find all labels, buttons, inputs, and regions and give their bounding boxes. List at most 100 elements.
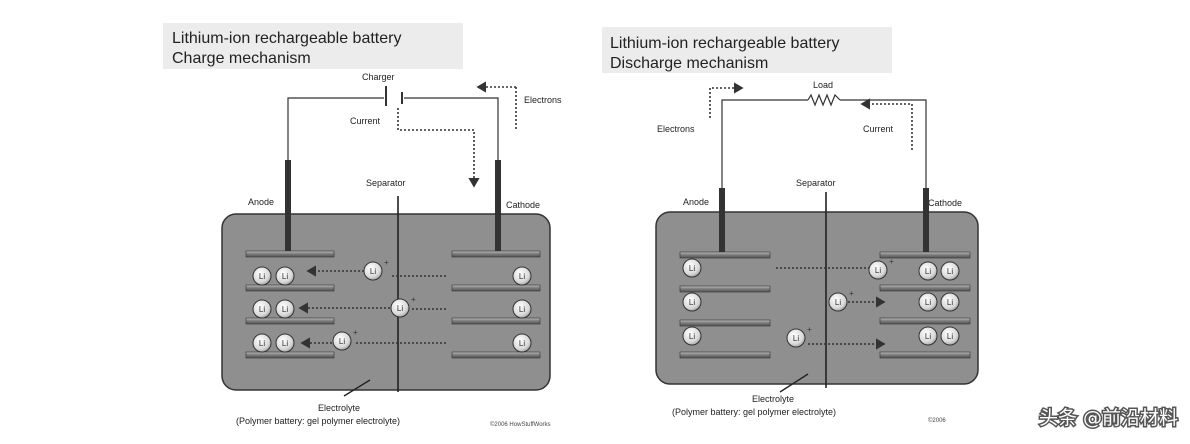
lithium-ion: Li + (332, 328, 358, 351)
discharge-subtitle: Discharge mechanism (610, 55, 768, 72)
svg-text:+: + (849, 289, 854, 298)
discharge-cathode-label: Cathode (928, 198, 962, 208)
discharge-anode-terminal (719, 188, 725, 254)
lithium-ion: Li (940, 292, 960, 312)
watermark: 头条 @前沿材料 (1037, 406, 1179, 431)
lithium-ion: Li (682, 258, 702, 278)
lithium-ion: Li (918, 292, 938, 312)
lithium-ion: Li (252, 266, 272, 286)
svg-text:Li: Li (793, 334, 799, 343)
svg-text:Li: Li (519, 305, 525, 314)
discharge-separator-label: Separator (796, 178, 836, 188)
svg-text:Li: Li (689, 298, 695, 307)
discharge-current-label: Current (863, 124, 894, 134)
charge-title-backdrop (163, 23, 463, 69)
svg-text:Li: Li (282, 305, 288, 314)
discharge-panel: Lithium-ion rechargeable battery Dischar… (602, 27, 979, 424)
svg-text:Li: Li (259, 272, 265, 281)
charge-current-label: Current (350, 116, 381, 126)
lithium-ion: Li (682, 292, 702, 312)
charge-anode-terminal (285, 160, 291, 252)
svg-text:Li: Li (397, 304, 403, 313)
lithium-ion: Li (682, 326, 702, 346)
lithium-ion: Li (275, 266, 295, 286)
lithium-ion: Li (918, 261, 938, 281)
discharge-cathode-plates (879, 251, 971, 359)
charge-current-arrow (397, 87, 517, 186)
svg-text:Li: Li (947, 332, 953, 341)
discharge-electrolyte-note: (Polymer battery: gel polymer electrolyt… (672, 407, 836, 417)
charge-electrons-label: Electrons (524, 95, 562, 105)
discharge-electrolyte-pointer (779, 373, 809, 393)
svg-text:+: + (384, 258, 389, 267)
lithium-ion: Li (940, 326, 960, 346)
discharge-electron-arrow (709, 82, 744, 118)
svg-text:Li: Li (259, 339, 265, 348)
charge-anode-label: Anode (248, 197, 274, 207)
svg-text:Li: Li (875, 266, 881, 275)
lithium-ion: Li (940, 261, 960, 281)
svg-text:Li: Li (339, 337, 345, 346)
charge-ion-arrows (298, 265, 446, 349)
discharge-anode-plates (679, 251, 771, 359)
charge-anode-plates (245, 250, 335, 359)
charge-cathode-label: Cathode (506, 200, 540, 210)
discharge-circuit-wire (721, 99, 927, 188)
svg-text:Li: Li (925, 267, 931, 276)
lithium-ion: Li + (868, 257, 894, 280)
lithium-ion: Li (512, 333, 532, 353)
charge-electrolyte-pointer (343, 379, 371, 397)
svg-text:Li: Li (519, 272, 525, 281)
discharge-electrolyte-label: Electrolyte (752, 394, 794, 404)
svg-text:Li: Li (947, 267, 953, 276)
svg-text:Li: Li (947, 298, 953, 307)
svg-text:Li: Li (259, 305, 265, 314)
svg-text:+: + (411, 295, 416, 304)
charge-electrolyte-note: (Polymer battery: gel polymer electrolyt… (236, 416, 400, 426)
load-label: Load (813, 80, 833, 90)
svg-text:Li: Li (689, 332, 695, 341)
discharge-current-arrow (860, 98, 913, 150)
discharge-title: Lithium-ion rechargeable battery (610, 35, 839, 52)
lithium-ion: Li (275, 333, 295, 353)
lithium-ion: Li + (828, 289, 854, 312)
lithium-ion: Li (252, 299, 272, 319)
discharge-ion-arrows (776, 262, 886, 350)
svg-text:+: + (889, 257, 894, 266)
charge-cathode-plates (451, 250, 541, 359)
charge-subtitle: Charge mechanism (172, 50, 311, 67)
svg-text:Li: Li (519, 339, 525, 348)
svg-text:Li: Li (925, 298, 931, 307)
svg-text:+: + (353, 328, 358, 337)
charge-electrolyte-label: Electrolyte (318, 403, 360, 413)
charge-title: Lithium-ion rechargeable battery (172, 30, 401, 47)
discharge-cathode-terminal (923, 188, 929, 254)
svg-text:Li: Li (370, 267, 376, 276)
charge-copyright: ©2006 HowStuffWorks (490, 421, 551, 428)
svg-text:+: + (807, 325, 812, 334)
charge-panel: Lithium-ion rechargeable battery Charge … (163, 23, 562, 428)
discharge-anode-label: Anode (683, 197, 709, 207)
lithium-ion: Li + (390, 295, 416, 318)
lithium-ion: Li (252, 333, 272, 353)
lithium-ion: Li (512, 266, 532, 286)
charge-circuit-wire (287, 97, 499, 160)
lithium-ion: Li (512, 299, 532, 319)
svg-text:Li: Li (835, 298, 841, 307)
lithium-ion: Li + (363, 258, 389, 281)
discharge-electrons-label: Electrons (657, 124, 695, 134)
charger-label: Charger (362, 72, 395, 82)
svg-text:Li: Li (282, 339, 288, 348)
charger-battery-icon (385, 86, 403, 106)
load-resistor-icon (807, 93, 841, 107)
svg-text:Li: Li (689, 264, 695, 273)
lithium-ion: Li (275, 299, 295, 319)
watermark-text: 头条 @前沿材料 (1039, 407, 1178, 429)
lithium-ion: Li (918, 326, 938, 346)
discharge-title-backdrop (602, 27, 892, 73)
svg-text:Li: Li (925, 332, 931, 341)
discharge-copyright: ©2006 (928, 417, 946, 424)
svg-text:Li: Li (282, 272, 288, 281)
